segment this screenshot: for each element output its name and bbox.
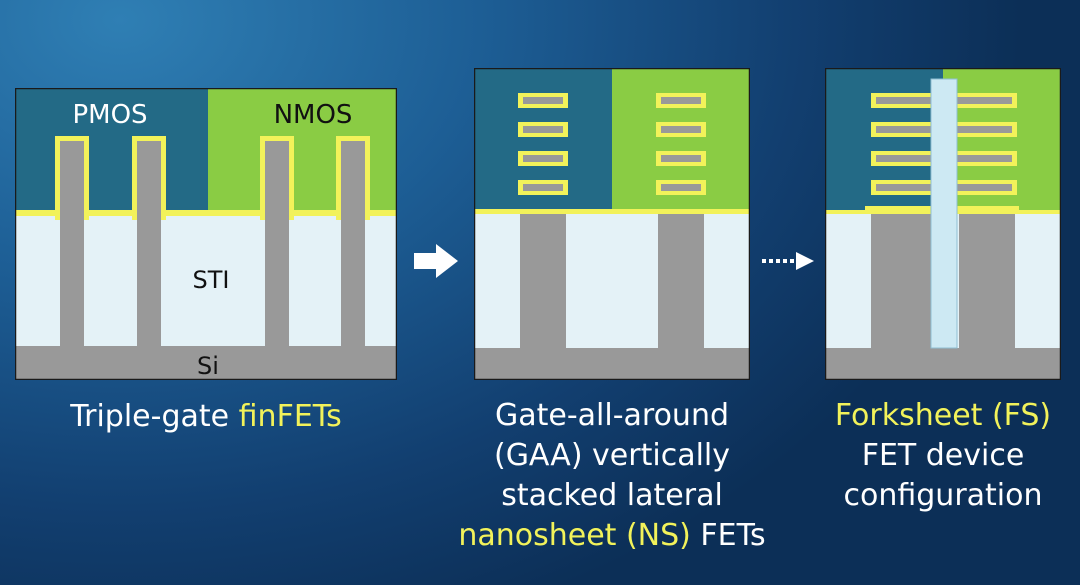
- forksheet-caption-line3: configuration: [843, 478, 1043, 513]
- gaa-nanosheet-diagram: [474, 68, 750, 380]
- silicon-fins: [60, 141, 365, 346]
- gaa-caption: Gate-all-around (GAA) vertically stacked…: [432, 396, 792, 556]
- finfet-diagram: PMOS NMOS STI Si: [15, 88, 397, 380]
- finfet-caption-prefix: Triple-gate: [70, 399, 239, 434]
- gaa-caption-line1: Gate-all-around: [494, 398, 730, 433]
- nanosheets-nmos: [656, 93, 706, 195]
- dielectric-wall: [930, 78, 958, 349]
- forksheet-caption-highlight: Forksheet (FS): [834, 398, 1052, 433]
- nmos-label: NMOS: [274, 100, 353, 130]
- finfet-caption: Triple-gate finFETs: [15, 397, 397, 437]
- gaa-caption-line3: stacked lateral: [501, 478, 723, 513]
- gaa-caption-suffix: FETs: [690, 518, 766, 553]
- pmos-region: [15, 88, 208, 216]
- pmos-label: PMOS: [72, 100, 147, 130]
- si-substrate: [15, 346, 397, 380]
- forksheet-caption: Forksheet (FS) FET device configuration: [820, 396, 1066, 516]
- forksheets-pmos: [871, 93, 935, 195]
- gaa-caption-line2: (GAA) vertically: [493, 438, 730, 473]
- forksheet-diagram: [825, 68, 1061, 380]
- right-arrow-icon: [412, 243, 460, 279]
- finfet-caption-highlight: finFETs: [238, 399, 342, 434]
- nanosheets-pmos: [518, 93, 568, 195]
- forksheet-caption-line2: FET device: [861, 438, 1025, 473]
- forksheets-nmos: [953, 93, 1017, 195]
- gaa-caption-highlight: nanosheet (NS): [458, 518, 691, 553]
- sti-label: STI: [193, 266, 230, 294]
- si-label: Si: [197, 352, 219, 380]
- dotted-right-arrow-icon: [760, 250, 816, 272]
